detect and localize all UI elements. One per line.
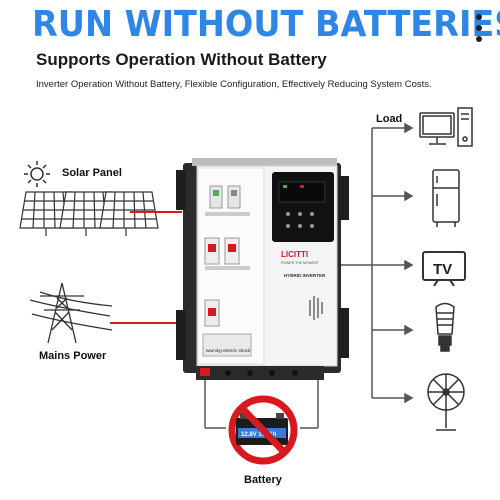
fan-icon xyxy=(427,373,465,431)
inverter-unit: LICITTI POWER THE MOMENT HYBRID INVERTER… xyxy=(176,158,349,380)
brand-logo: LICITTI xyxy=(281,250,308,259)
solar-panel-label: Solar Panel xyxy=(62,167,122,179)
computer-icon xyxy=(419,107,473,147)
no-battery-icon: 12.8V 314Ah xyxy=(228,395,298,465)
subheadline: Supports Operation Without Battery xyxy=(36,50,327,69)
battery-wire xyxy=(204,380,319,429)
svg-text:HYBRID INVERTER: HYBRID INVERTER xyxy=(284,273,326,278)
tv-icon: TV xyxy=(422,251,466,287)
svg-text:POWER THE MOMENT: POWER THE MOMENT xyxy=(281,261,320,265)
warning-label: warning electric shock xyxy=(206,348,251,353)
load-label: Load xyxy=(376,113,403,125)
description: Inverter Operation Without Battery, Flex… xyxy=(36,79,432,90)
fridge-icon xyxy=(432,169,460,227)
solar-panel-icon xyxy=(19,191,159,236)
light-bulb-icon xyxy=(435,302,455,352)
sun-icon xyxy=(24,161,50,187)
power-tower-icon xyxy=(29,282,113,344)
vent-icon xyxy=(309,296,323,320)
svg-text:TV: TV xyxy=(433,261,452,278)
headline: RUN WITHOUT BATTERIES xyxy=(32,4,500,45)
mains-power-label: Mains Power xyxy=(39,350,107,362)
svg-text:12.8V 314Ah: 12.8V 314Ah xyxy=(241,432,277,438)
battery-label: Battery xyxy=(244,474,282,486)
more-options-icon[interactable] xyxy=(476,14,484,47)
